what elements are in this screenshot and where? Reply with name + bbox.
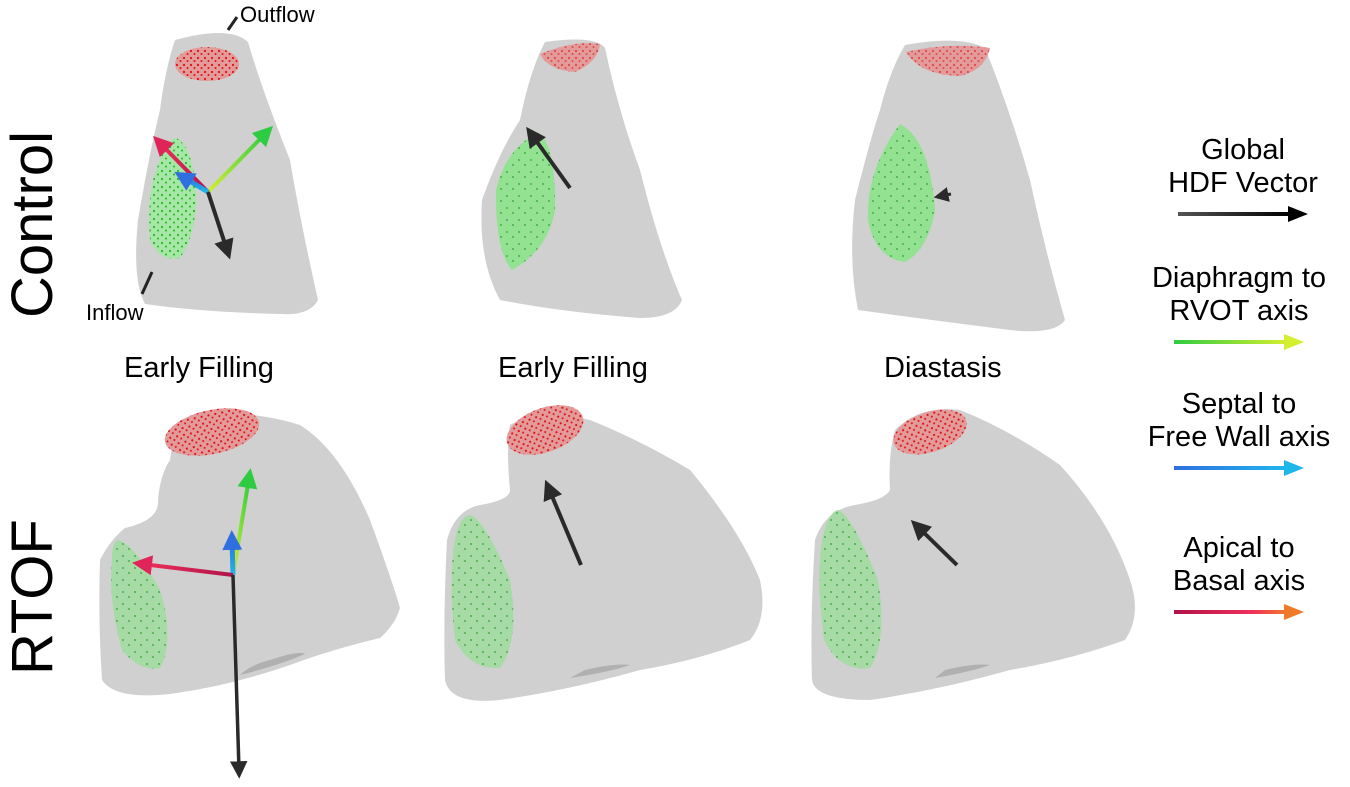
phase-label-diastasis: Diastasis: [884, 352, 1002, 384]
legend-diaphragm-rvot: Diaphragm to RVOT axis: [1124, 262, 1350, 350]
legend-line1: Diaphragm to: [1151, 262, 1327, 294]
blue-arrow-icon: [1174, 460, 1304, 476]
rtof-early-filling-2: [444, 405, 763, 701]
control-early-filling-2: [481, 39, 682, 319]
legend-global-hdf: Global HDF Vector: [1128, 134, 1350, 222]
legend-line2: HDF Vector: [1168, 167, 1318, 199]
legend-line2: Free Wall axis: [1147, 421, 1331, 453]
outflow-callout: Outflow: [240, 2, 315, 27]
red-orange-arrow-icon: [1174, 604, 1304, 620]
green-yellow-arrow-icon: [1174, 334, 1304, 350]
row-label-control: Control: [0, 131, 65, 318]
inflow-callout: Inflow: [86, 300, 144, 325]
control-diastasis: [852, 40, 1065, 332]
row-label-rtof: RTOF: [0, 519, 65, 675]
legend-apical-basal: Apical to Basal axis: [1124, 532, 1350, 620]
black-arrow-icon: [1178, 206, 1308, 222]
rtof-early-filling-1: [99, 408, 400, 779]
legend-line1: Apical to: [1183, 532, 1295, 564]
rtof-diastasis: [811, 409, 1135, 700]
legend-line2: Basal axis: [1172, 565, 1306, 597]
legend-line1: Global: [1201, 134, 1285, 166]
legend-septal-free-wall: Septal to Free Wall axis: [1124, 388, 1350, 476]
control-early-filling-1: [136, 16, 318, 315]
phase-label-early-filling-1: Early Filling: [124, 352, 274, 384]
phase-label-early-filling-2: Early Filling: [498, 352, 648, 384]
legend-line2: RVOT axis: [1169, 295, 1309, 327]
legend-line1: Septal to: [1181, 388, 1297, 420]
